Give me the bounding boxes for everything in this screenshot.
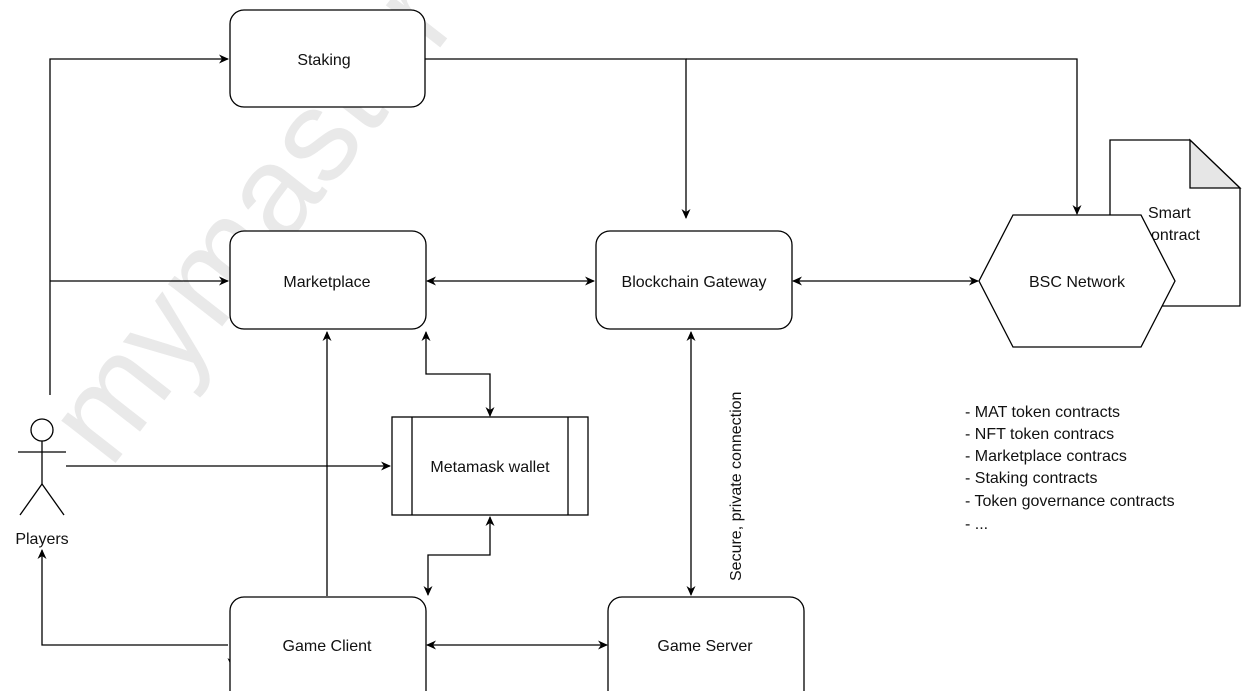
- marketplace-label: Marketplace: [283, 274, 370, 291]
- contracts-note-line: - Staking contracts: [965, 470, 1098, 487]
- edge-metamask-gameclient: [423, 516, 495, 596]
- smart-contract-label-1: Smart: [1148, 205, 1191, 222]
- contracts-note-line: - Token governance contracts: [965, 493, 1175, 510]
- blockchain-gateway-node: Blockchain Gateway: [595, 230, 793, 330]
- staking-label: Staking: [297, 52, 350, 69]
- metamask-wallet-label: Metamask wallet: [430, 459, 550, 476]
- staking-node: Staking: [229, 9, 426, 108]
- players-actor: Players: [15, 418, 69, 548]
- bsc-network-node: BSC Network: [978, 214, 1176, 348]
- game-server-node: Game Server: [607, 596, 805, 691]
- marketplace-node: Marketplace: [229, 230, 427, 330]
- blockchain-gateway-label: Blockchain Gateway: [622, 274, 767, 291]
- game-client-label: Game Client: [283, 638, 372, 655]
- game-server-label: Game Server: [657, 638, 753, 655]
- contracts-note-line: - MAT token contracts: [965, 404, 1120, 421]
- edge-players-staking: [49, 54, 229, 395]
- edges: [37, 54, 1082, 668]
- edge-gameclient-players: [37, 549, 228, 646]
- metamask-wallet-node: Metamask wallet: [391, 416, 589, 516]
- edge-staking-bsc: [686, 58, 1082, 215]
- game-client-node: Game Client: [229, 596, 427, 691]
- players-label: Players: [15, 531, 68, 548]
- bsc-network-label: BSC Network: [1029, 274, 1126, 291]
- contracts-note: - MAT token contracts - NFT token contra…: [965, 404, 1175, 533]
- smart-contract-label-2: ontract: [1151, 227, 1200, 244]
- edge-staking-gateway: [425, 58, 691, 219]
- secure-connection-label: Secure, private connection: [728, 392, 745, 581]
- actor-head-icon: [30, 418, 54, 442]
- contracts-note-line: - ...: [965, 516, 988, 533]
- edge-marketplace-metamask: [421, 331, 495, 417]
- contracts-note-line: - NFT token contracs: [965, 426, 1114, 443]
- contracts-note-line: - Marketplace contracs: [965, 448, 1127, 465]
